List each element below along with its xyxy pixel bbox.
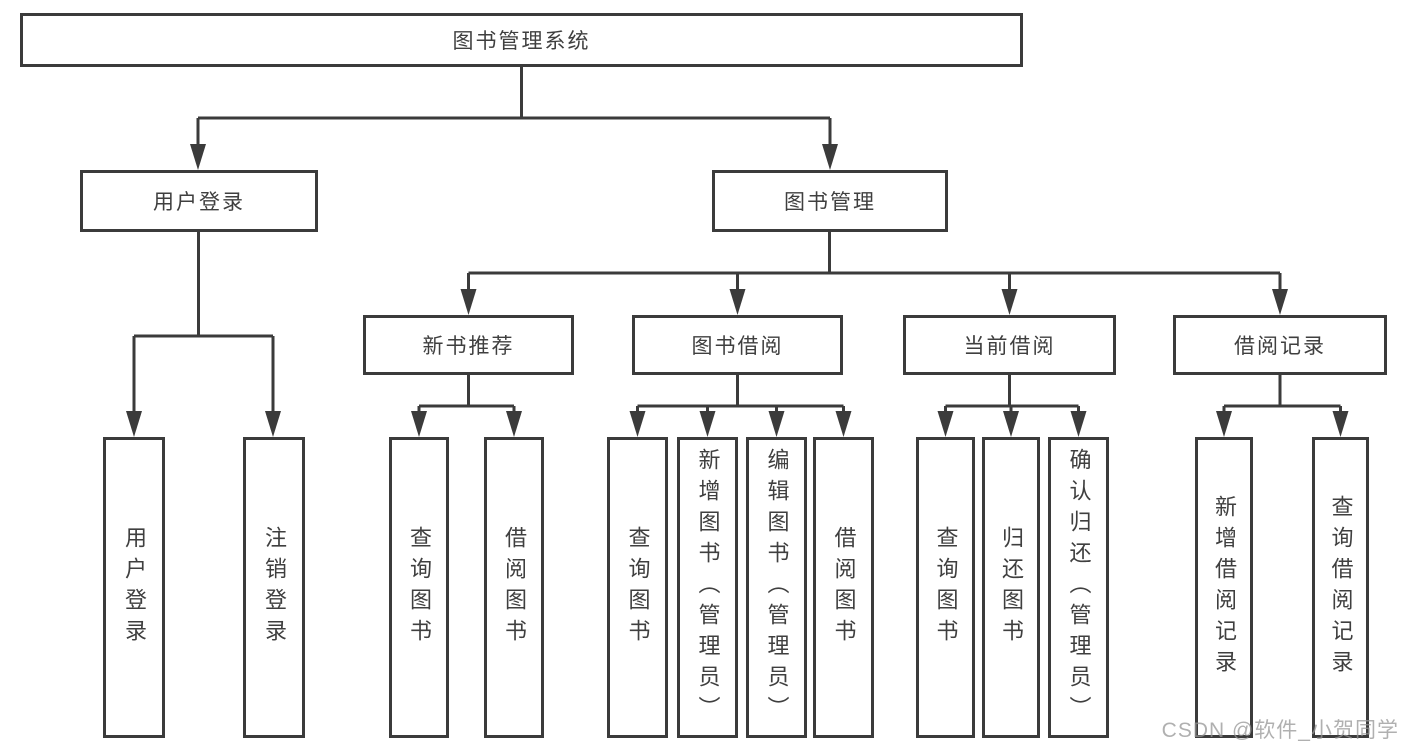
leaf-query-books-recommend: 查询图书 — [389, 437, 449, 738]
leaf-borrow-books-borrowing: 借阅图书 — [813, 437, 874, 738]
leaf-query-books-current: 查询图书 — [916, 437, 975, 738]
connector-currentborrow-to-leaves — [944, 375, 1080, 414]
leaf-edit-book-admin: 编辑图书（管理员） — [746, 437, 807, 738]
node-new-book-recommendation: 新书推荐 — [363, 315, 574, 375]
node-label: 图书管理 — [784, 191, 876, 214]
arrowheads-borrowrecords-leaves — [1216, 411, 1349, 437]
leaf-borrow-books-recommend: 借阅图书 — [484, 437, 544, 738]
leaf-add-book-admin: 新增图书（管理员） — [677, 437, 738, 738]
connector-userlogin-to-leaves — [132, 232, 275, 414]
node-label: 图书借阅 — [691, 335, 784, 358]
node-user-login: 用户登录 — [80, 170, 318, 232]
node-label: 当前借阅 — [963, 335, 1056, 358]
leaf-return-books: 归还图书 — [982, 437, 1040, 738]
arrowheads-userlogin-leaves — [126, 411, 281, 437]
arrowheads-currentborrow-leaves — [937, 411, 1087, 437]
node-library-management-system: 图书管理系统 — [20, 13, 1023, 67]
arrowheads-level3 — [460, 289, 1288, 315]
arrowheads-level2 — [190, 144, 838, 170]
leaf-label: 新增图书（管理员） — [695, 448, 721, 727]
leaf-label: 新增借阅记录 — [1212, 494, 1237, 681]
leaf-label: 归还图书 — [999, 525, 1024, 650]
leaf-logout: 注销登录 — [243, 437, 305, 738]
leaf-label: 查询图书 — [407, 525, 432, 650]
arrowheads-newbook-leaves — [411, 411, 522, 437]
node-current-borrowing: 当前借阅 — [903, 315, 1116, 375]
leaf-label: 注销登录 — [262, 525, 287, 650]
leaf-label: 查询借阅记录 — [1328, 494, 1354, 681]
node-label: 新书推荐 — [422, 335, 515, 358]
connector-bookmgmt-to-level3 — [467, 232, 1282, 292]
leaf-query-borrow-record: 查询借阅记录 — [1312, 437, 1369, 738]
leaf-label: 查询图书 — [933, 525, 959, 650]
node-book-management: 图书管理 — [712, 170, 948, 232]
leaf-user-login: 用户登录 — [103, 437, 165, 738]
connector-root-to-level2 — [196, 67, 832, 147]
node-label: 借阅记录 — [1234, 335, 1326, 358]
connector-newbook-to-leaves — [417, 375, 516, 414]
leaf-query-books-borrowing: 查询图书 — [607, 437, 668, 738]
node-label: 用户登录 — [153, 191, 245, 214]
node-book-borrowing: 图书借阅 — [632, 315, 843, 375]
leaf-label: 编辑图书（管理员） — [764, 448, 790, 727]
connector-bookborrow-to-leaves — [636, 375, 845, 414]
leaf-label: 确认归还（管理员） — [1066, 448, 1092, 727]
leaf-label: 用户登录 — [122, 525, 147, 650]
leaf-label: 查询图书 — [625, 525, 651, 650]
leaf-label: 借阅图书 — [502, 525, 527, 650]
connector-borrowrecords-to-leaves — [1222, 375, 1342, 414]
leaf-label: 借阅图书 — [831, 525, 857, 650]
node-borrowing-records: 借阅记录 — [1173, 315, 1387, 375]
csdn-watermark: CSDN @软件_小贺同学 — [1161, 719, 1399, 742]
arrowheads-bookborrow-leaves — [629, 411, 852, 437]
node-label: 图书管理系统 — [452, 30, 591, 53]
leaf-confirm-return-admin: 确认归还（管理员） — [1048, 437, 1109, 738]
leaf-add-borrow-record: 新增借阅记录 — [1195, 437, 1253, 738]
